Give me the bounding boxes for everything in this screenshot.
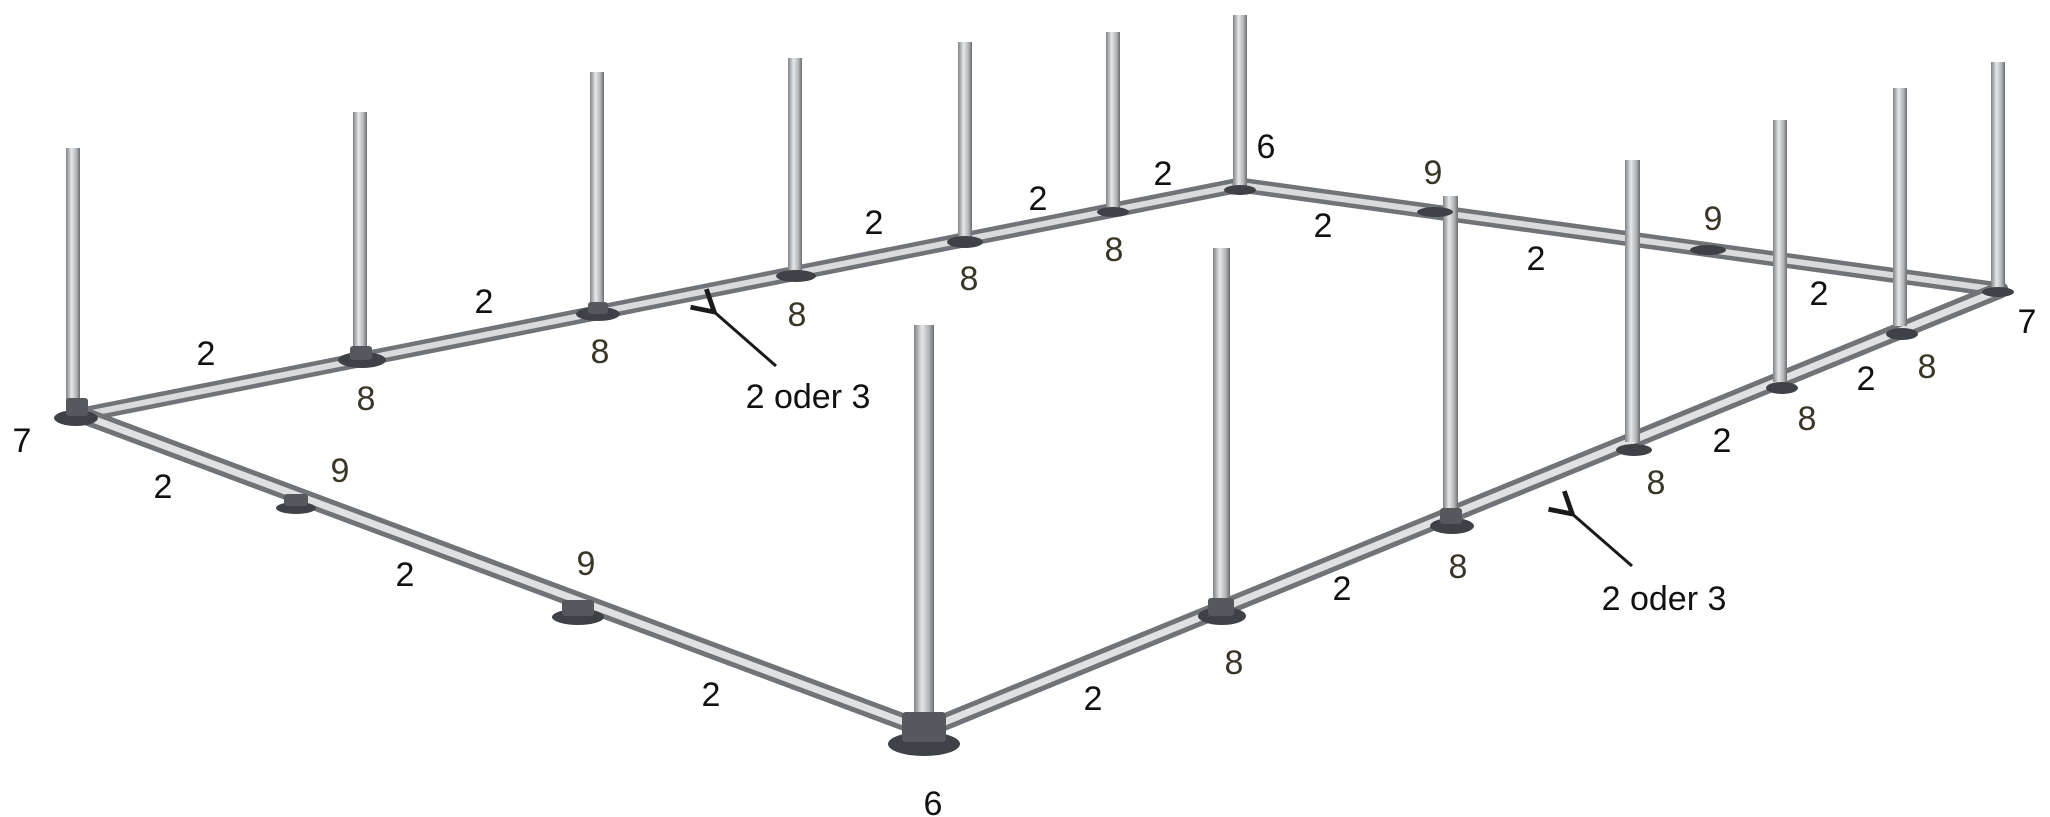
post-base-label: 8	[1918, 348, 1937, 386]
pipe-label: 2	[396, 556, 415, 594]
note-left: 2 oder 3	[746, 378, 871, 416]
post-base	[776, 270, 816, 282]
arrow-left	[712, 310, 777, 368]
post	[914, 325, 934, 725]
arrow-right	[1570, 512, 1633, 568]
pipe-label: 2	[1333, 570, 1352, 608]
part-labels: 2 2 2 2 2 2 2 2 2 2 2 2 2 2 2 6 6 7 7 8 …	[13, 128, 2037, 817]
post	[1773, 120, 1787, 382]
callout-arrows	[712, 310, 1633, 568]
post	[1233, 15, 1247, 187]
post	[66, 148, 80, 410]
pipe-label: 2	[865, 204, 884, 242]
post-base-label: 8	[1225, 644, 1244, 682]
corner-foot	[1982, 287, 2014, 297]
pipe-label: 2	[1857, 360, 1876, 398]
pipe-label: 2	[1314, 207, 1333, 245]
post-base	[1766, 382, 1798, 394]
post-base-label: 8	[1105, 231, 1124, 269]
perimeter-pipes	[73, 177, 2009, 739]
post-base-label: 8	[357, 380, 376, 418]
pipe-label: 2	[154, 468, 173, 506]
pipe-label: 2	[197, 335, 216, 373]
pipe-label: 2	[1810, 275, 1829, 313]
ground-foot	[1690, 245, 1726, 255]
post	[1991, 62, 2005, 290]
post-base-label: 8	[1449, 548, 1468, 586]
ground-foot	[1417, 207, 1453, 217]
post	[1213, 248, 1230, 608]
post	[1106, 32, 1120, 210]
post	[788, 58, 802, 272]
pipe-label: 2	[702, 676, 721, 714]
pipe-label: 2	[1713, 422, 1732, 460]
post	[590, 72, 604, 310]
corner-foot	[1224, 185, 1256, 195]
post-base-label: 8	[591, 333, 610, 371]
vertical-posts	[60, 8, 2011, 725]
post-base	[947, 236, 983, 248]
pipe-label: 2	[1154, 155, 1173, 193]
pipe-label: 2	[1527, 240, 1546, 278]
ground-foot-label: 9	[1704, 200, 1723, 238]
note-right: 2 oder 3	[1602, 580, 1727, 618]
corner-label-left: 7	[13, 422, 32, 460]
corner-label-right: 7	[2018, 303, 2037, 341]
ground-foot-label: 9	[1424, 154, 1443, 192]
corner-label-front: 6	[924, 785, 943, 817]
post	[353, 112, 367, 354]
post	[958, 42, 972, 240]
post-base-label: 8	[788, 296, 807, 334]
pipe-label: 2	[1084, 680, 1103, 718]
ground-foot-label: 9	[331, 452, 350, 490]
post	[1625, 160, 1640, 442]
pipe-label: 2	[475, 283, 494, 321]
corner-label-back: 6	[1257, 128, 1276, 166]
post-base-label: 8	[1798, 400, 1817, 438]
pipe-label: 2	[1029, 180, 1048, 218]
ground-foot-label: 9	[577, 545, 596, 583]
post-base	[1097, 207, 1129, 217]
post	[1893, 88, 1907, 326]
post-base-label: 8	[1647, 464, 1666, 502]
post-base	[1886, 328, 1918, 340]
connectors	[54, 185, 2014, 756]
post-base	[1616, 444, 1652, 456]
post-base-label: 8	[960, 260, 979, 298]
post	[1443, 196, 1458, 508]
